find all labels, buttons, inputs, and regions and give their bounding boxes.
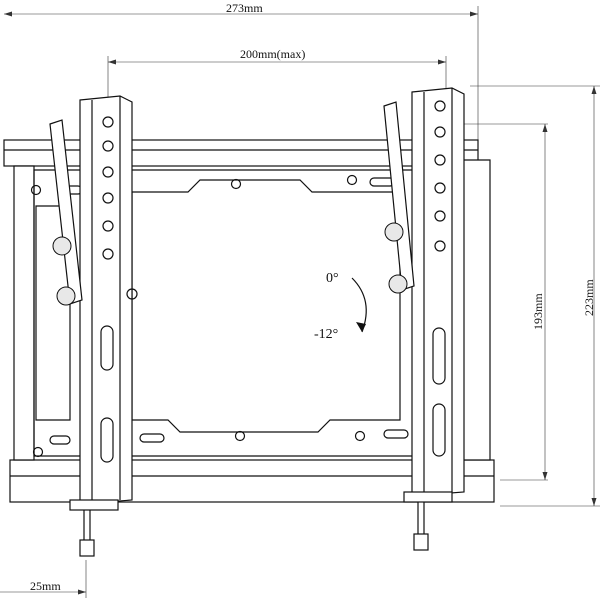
left-tilt-knob-lower	[56, 286, 76, 306]
labels: 273mm 200mm(max) 193mm 223mm 25mm 0° -12…	[30, 1, 596, 593]
label-wall-offset: 25mm	[30, 579, 61, 593]
right-tilt-latch	[383, 101, 415, 291]
label-tilt-upper: 0°	[326, 271, 339, 286]
label-height-193: 193mm	[531, 293, 545, 330]
left-bracket-arm	[49, 95, 138, 557]
inner-window	[131, 179, 401, 433]
label-height-223: 223mm	[582, 279, 596, 316]
right-tilt-knob-upper	[384, 222, 404, 242]
dimension-lines	[0, 6, 600, 598]
left-arm-body	[79, 95, 133, 505]
right-arm-body	[411, 87, 465, 497]
label-tilt-lower: -12°	[314, 327, 338, 342]
left-side	[13, 165, 35, 461]
right-arm-holes	[432, 100, 446, 457]
arrow-left	[4, 11, 12, 17]
left-tilt-knob-upper	[52, 236, 72, 256]
tilt-arrow-head	[356, 322, 366, 332]
label-vesa-max: 200mm(max)	[240, 47, 305, 61]
right-tilt-knob-lower	[388, 274, 408, 294]
left-arm-holes	[100, 116, 114, 463]
label-total-width: 273mm	[226, 1, 263, 15]
arrow-right	[470, 11, 478, 17]
right-bracket-arm	[383, 87, 465, 551]
top-rail	[3, 139, 479, 167]
tilt-arc-arrow	[351, 277, 367, 333]
